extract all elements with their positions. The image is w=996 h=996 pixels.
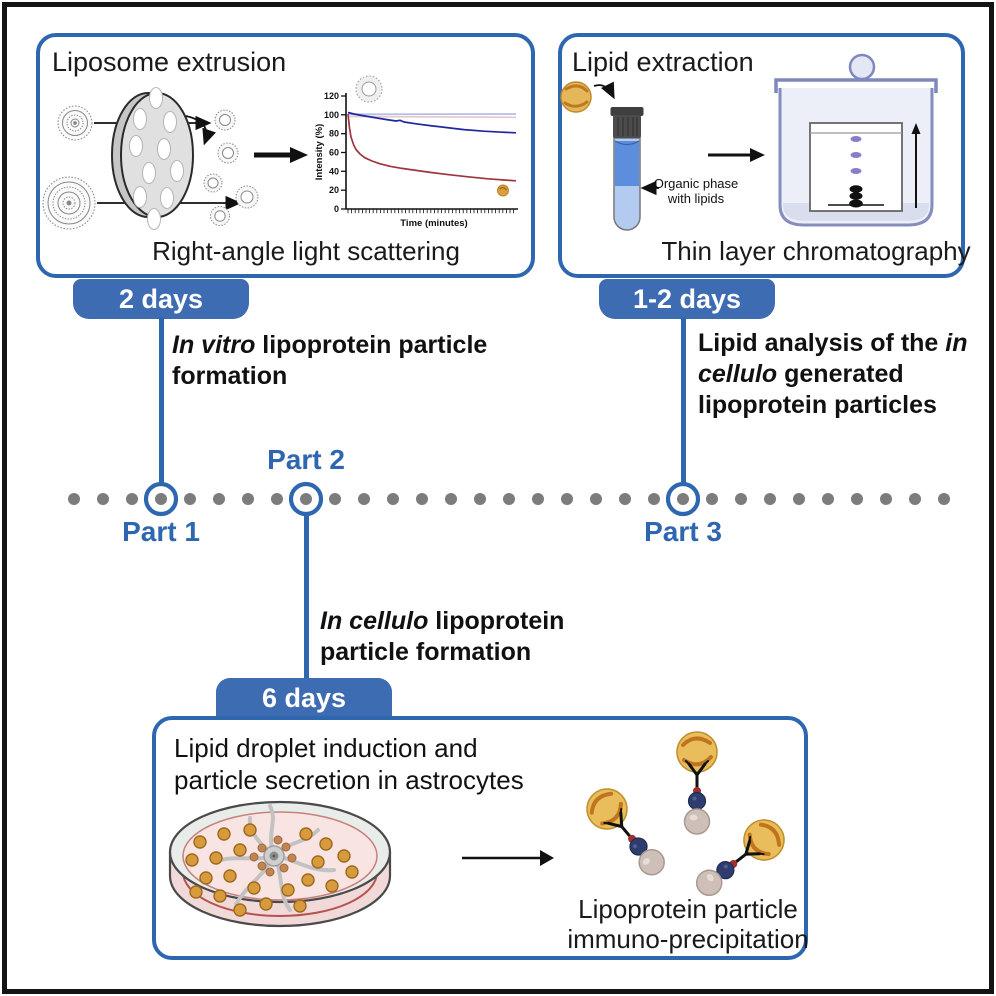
timeline-dot — [474, 493, 486, 505]
test-tube — [610, 107, 644, 231]
unilamellar-liposomes — [203, 109, 259, 226]
timeline-dot — [503, 493, 515, 505]
x-minor-ticks — [347, 209, 515, 214]
badge-6-days: 6 days — [216, 678, 392, 718]
arrow-to-chamber — [708, 148, 765, 162]
y-major-ticks — [341, 95, 346, 210]
liposome-icon — [355, 75, 383, 103]
arrow-up-solvent-front — [911, 123, 921, 208]
tube-cap-top — [610, 107, 644, 116]
immunoprecipitation-illustration — [576, 730, 795, 909]
curved-arrow — [185, 115, 216, 146]
timeline-dot — [68, 493, 80, 505]
stem-part2 — [303, 515, 309, 679]
timeline-dots — [68, 481, 950, 517]
multilamellar-liposome-large — [42, 176, 96, 230]
tlc-chamber — [774, 53, 938, 227]
timeline-dot — [677, 493, 689, 505]
svg-text:120: 120 — [324, 91, 339, 101]
y-axis-label: Intensity (%) — [314, 124, 325, 180]
box3-title: Lipid extraction — [572, 47, 754, 77]
box2-title: Lipid droplet induction and particle sec… — [174, 733, 524, 795]
box1-caption: Right-angle light scattering — [152, 236, 460, 266]
timeline-dot — [242, 493, 254, 505]
timeline-dot — [271, 493, 283, 505]
lipid-droplets — [185, 823, 359, 917]
timeline-dot — [126, 493, 138, 505]
chamber-lid — [774, 78, 938, 93]
immuno-complex-left — [576, 778, 678, 887]
petri-dish — [168, 800, 392, 928]
timeline-dot — [532, 493, 544, 505]
liposome-extrusion-illustration — [42, 87, 308, 230]
arrow-to-chart — [254, 147, 308, 163]
timeline-dot — [561, 493, 573, 505]
timeline-dot — [387, 493, 399, 505]
timeline-dot — [793, 493, 805, 505]
lipid-extraction-illustration — [560, 81, 765, 231]
timeline — [68, 481, 950, 517]
box2-caption-line1: Lipoprotein particle — [578, 894, 798, 924]
x-axis-label: Time (minutes) — [400, 218, 467, 229]
curved-arrow-droplet-to-tube — [593, 81, 615, 100]
svg-text:60: 60 — [329, 148, 339, 158]
annotation-lipid-analysis: Lipid analysis of the in cellulo generat… — [698, 329, 968, 419]
svg-text:80: 80 — [329, 129, 339, 139]
box2-caption-line2: immuno-precipitation — [567, 924, 809, 954]
trace-red — [347, 113, 517, 182]
svg-text:0: 0 — [334, 204, 339, 214]
multilamellar-liposome-small — [57, 105, 93, 141]
timeline-dot — [97, 493, 109, 505]
rals-chart: 0 20 40 60 80 100 120 Intensity (%) Time… — [314, 75, 518, 229]
timeline-dot — [735, 493, 747, 505]
tlc-plate — [809, 122, 903, 212]
timeline-dot — [155, 493, 167, 505]
timeline-dot — [706, 493, 718, 505]
arrow-to-immunoprecipitation — [462, 850, 554, 866]
timeline-dot — [416, 493, 428, 505]
timeline-dot — [880, 493, 892, 505]
timeline-dot — [445, 493, 457, 505]
lipid-droplet-icon — [560, 81, 592, 113]
annotation-in-vitro: In vitro lipoprotein particle formation — [172, 331, 488, 390]
stem-part3 — [680, 317, 686, 484]
svg-text:100: 100 — [324, 110, 339, 120]
badge-2-days: 2 days — [73, 279, 249, 319]
timeline-dot — [648, 493, 660, 505]
svg-text:40: 40 — [329, 166, 339, 176]
timeline-dot — [851, 493, 863, 505]
timeline-dot — [590, 493, 602, 505]
timeline-dot — [938, 493, 950, 505]
organic-phase-label: Organic phase with lipids — [653, 176, 739, 206]
annotation-in-cellulo: In cellulo lipoprotein particle formatio… — [320, 607, 565, 666]
box1-title: Liposome extrusion — [52, 47, 287, 77]
timeline-dot — [909, 493, 921, 505]
timeline-dot — [300, 493, 312, 505]
astrocyte — [212, 804, 336, 912]
trace-pink — [347, 115, 517, 119]
stem-part1 — [158, 317, 164, 484]
svg-text:20: 20 — [329, 185, 339, 195]
badge-1-2-days: 1-2 days — [599, 279, 775, 319]
timeline-dot — [619, 493, 631, 505]
part2-label: Part 2 — [267, 444, 345, 475]
timeline-dot — [184, 493, 196, 505]
timeline-dot — [213, 493, 225, 505]
part1-label: Part 1 — [122, 516, 200, 547]
part3-label: Part 3 — [644, 516, 722, 547]
timeline-dot — [822, 493, 834, 505]
timeline-dot — [764, 493, 776, 505]
immuno-complex-top — [675, 730, 719, 836]
extrusion-membrane — [111, 87, 194, 230]
timeline-dot — [329, 493, 341, 505]
chamber-knob — [848, 53, 876, 81]
timeline-dot — [358, 493, 370, 505]
trace-blue — [347, 111, 517, 134]
y-tick-labels: 0 20 40 60 80 100 120 — [324, 91, 339, 214]
lipid-droplet-marker — [497, 184, 509, 197]
tube-cap — [613, 115, 641, 138]
box3-caption: Thin layer chromatography — [661, 236, 971, 266]
